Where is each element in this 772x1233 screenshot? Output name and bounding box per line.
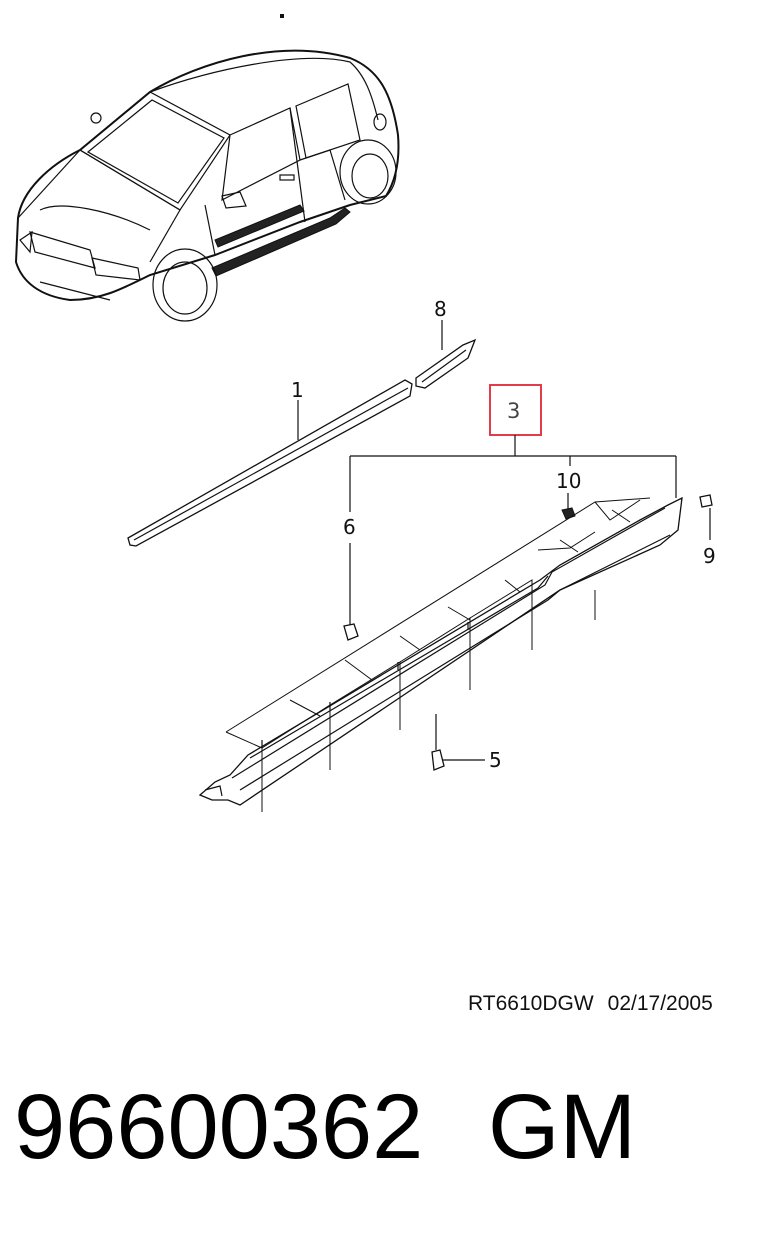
callout-3-group: 3 — [349, 384, 677, 512]
reference-code: RT6610DGW — [468, 992, 594, 1015]
callout-1: 1 — [291, 378, 304, 402]
part-6-clip: 6 — [343, 515, 359, 641]
highlight-box — [489, 384, 542, 436]
brand-name: GM — [488, 1076, 637, 1178]
callout-3: 3 — [507, 399, 520, 423]
part-9-cap: 9 — [699, 494, 716, 568]
callout-9: 9 — [703, 544, 716, 568]
part-number: 96600362 — [14, 1076, 424, 1178]
callout-8: 8 — [434, 297, 447, 321]
part-8-moulding: 8 — [415, 297, 477, 389]
callout-6: 6 — [343, 515, 356, 539]
part-10-clip: 10 — [556, 469, 581, 520]
callout-10: 10 — [556, 469, 581, 493]
diagram-reference: RT6610DGW 02/17/2005 — [468, 992, 713, 1016]
part-3-rocker-panel — [198, 496, 683, 812]
car-illustration — [14, 14, 400, 322]
reference-date: 02/17/2005 — [607, 992, 713, 1015]
part-1-moulding: 1 — [127, 378, 413, 547]
part-5-clip: 5 — [431, 714, 502, 772]
callout-5: 5 — [489, 748, 502, 772]
